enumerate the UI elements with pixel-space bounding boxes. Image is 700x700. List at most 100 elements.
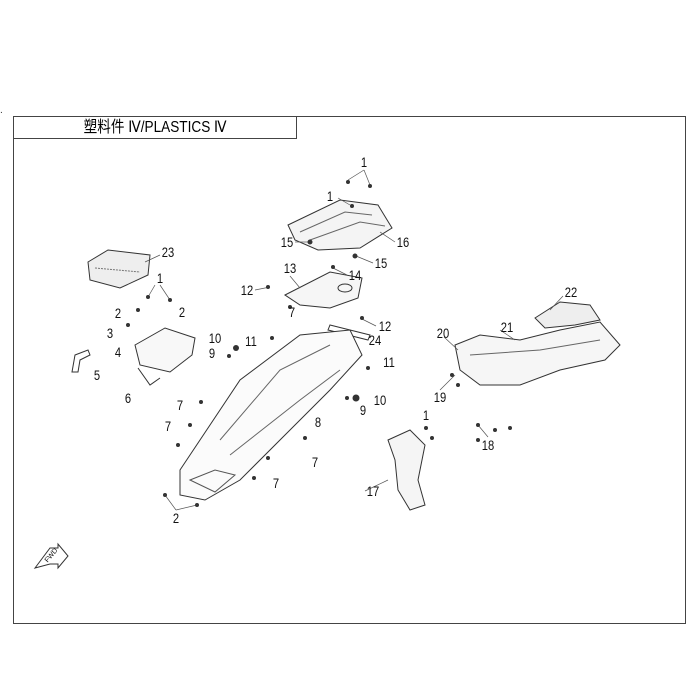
callout: 1	[156, 270, 164, 286]
callout: 1	[326, 188, 334, 204]
leader-line	[337, 197, 351, 206]
callout: 2	[178, 304, 186, 320]
diagram-title: 塑料件 Ⅳ/PLASTICS Ⅳ	[83, 119, 227, 136]
callout: 2	[172, 510, 180, 526]
leader-line	[144, 254, 161, 263]
callout: 18	[481, 437, 495, 453]
callout: 9	[359, 402, 367, 418]
callout: 6	[124, 390, 132, 406]
callout: 16	[396, 234, 410, 250]
fastener	[476, 423, 480, 427]
fastener	[368, 184, 372, 188]
callout: 8	[314, 414, 322, 430]
callout: 20	[436, 325, 450, 341]
fastener	[126, 323, 130, 327]
leader-line	[364, 479, 389, 492]
part-8-rear-fender	[179, 329, 363, 501]
fastener	[168, 298, 172, 302]
fastener	[233, 345, 239, 351]
leader-line	[347, 169, 365, 181]
callout: 3	[106, 325, 114, 341]
tail-assembly-ribs	[469, 339, 601, 356]
leader-line	[499, 329, 516, 341]
fastener	[266, 285, 270, 289]
callout: 2	[114, 305, 122, 321]
fastener	[303, 436, 307, 440]
callout: 7	[272, 475, 280, 491]
callout: 4	[114, 344, 122, 360]
fasteners	[126, 180, 512, 507]
callout: 19	[433, 389, 447, 405]
fastener	[266, 456, 270, 460]
callout: 1	[422, 407, 430, 423]
part-5-clip	[71, 349, 91, 373]
fastener	[350, 204, 354, 208]
part-16-ribs	[299, 211, 386, 241]
callout: 22	[564, 284, 578, 300]
callout: 12	[378, 318, 392, 334]
fastener	[508, 426, 512, 430]
leader-line	[332, 267, 348, 276]
fastener	[493, 428, 497, 432]
callout: 13	[283, 260, 297, 276]
fastener	[146, 295, 150, 299]
part-8-rear-opening	[188, 469, 237, 493]
leader-line	[159, 284, 171, 301]
callout: 10	[208, 330, 222, 346]
leader-line	[439, 374, 456, 391]
leader-line	[147, 284, 156, 298]
part-6-battery-box	[134, 327, 196, 373]
fastener	[424, 426, 428, 430]
leader-line	[549, 295, 564, 311]
leader-line	[443, 336, 459, 351]
callout: 21	[500, 319, 514, 335]
fastener	[176, 443, 180, 447]
fastener	[227, 354, 231, 358]
fastener	[430, 436, 434, 440]
leader-line	[477, 424, 489, 438]
fastener	[252, 476, 256, 480]
callout: 11	[245, 333, 257, 349]
fastener	[352, 253, 358, 259]
callout: 10	[373, 392, 387, 408]
fastener	[288, 305, 292, 309]
part-13-hole	[337, 283, 353, 293]
callout: 23	[161, 244, 175, 260]
fastener	[307, 239, 313, 245]
fwd-arrow-icon	[33, 542, 69, 570]
part-20-21-tail-assembly	[454, 321, 621, 386]
diagram-title-box: 塑料件 Ⅳ/PLASTICS Ⅳ	[13, 116, 297, 139]
leader-line	[355, 255, 374, 264]
fastener	[450, 373, 454, 377]
callout: 15	[374, 255, 388, 271]
leader-line	[175, 504, 198, 511]
callout: 12	[240, 282, 254, 298]
part-6-tab	[137, 367, 161, 386]
leader-line	[164, 494, 177, 511]
callout: 17	[366, 483, 380, 499]
callout: 15	[280, 234, 294, 250]
leader-line	[363, 169, 371, 186]
callout: 11	[383, 354, 395, 370]
fastener	[188, 423, 192, 427]
fastener	[195, 503, 199, 507]
fastener	[163, 493, 167, 497]
leader-line	[379, 231, 396, 243]
fastener	[346, 180, 350, 184]
part-8-ribs	[219, 344, 341, 456]
corner-mark: .	[0, 105, 3, 116]
callout: 24	[368, 332, 382, 348]
fastener	[476, 438, 480, 442]
fastener	[345, 396, 349, 400]
callout: 1	[360, 154, 368, 170]
part-23-tray	[87, 249, 151, 289]
callout: 9	[208, 345, 216, 361]
leader-line	[289, 275, 301, 289]
fastener	[136, 308, 140, 312]
fastener	[456, 383, 460, 387]
callout: 7	[311, 454, 319, 470]
fastener	[270, 336, 274, 340]
diagram-frame	[13, 116, 686, 624]
callout: 7	[288, 304, 296, 320]
